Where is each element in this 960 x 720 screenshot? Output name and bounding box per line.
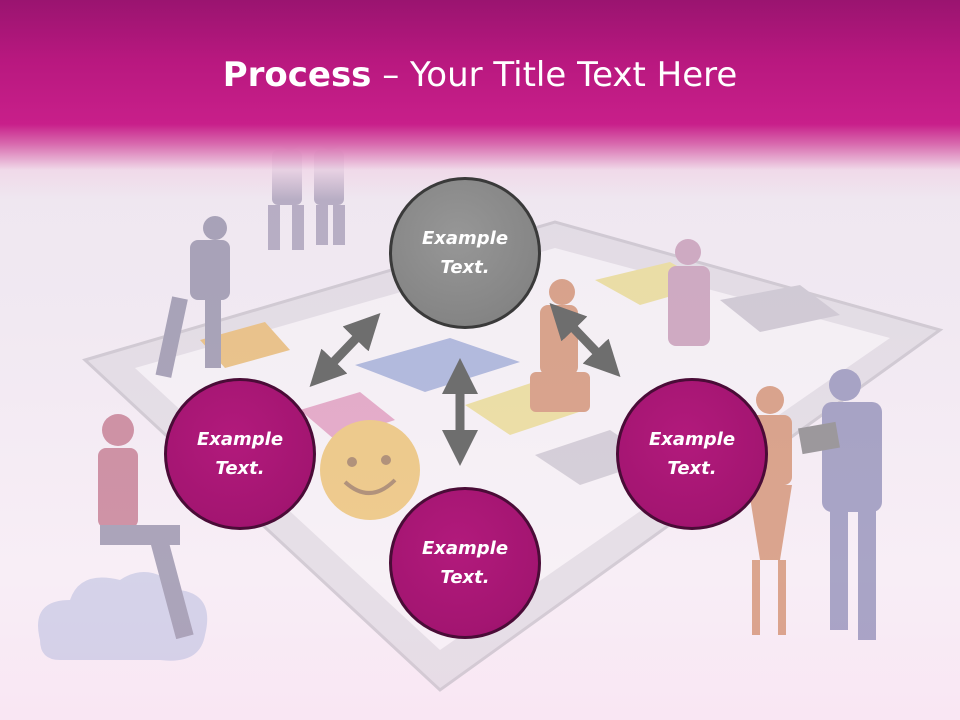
header-band — [0, 0, 960, 200]
node-top-line2: Text. — [440, 257, 490, 278]
process-node-left: Example Text. — [164, 378, 316, 530]
process-node-right: Example Text. — [616, 378, 768, 530]
node-left-line1: Example — [196, 429, 284, 450]
node-left-line2: Text. — [215, 458, 265, 479]
node-right-line2: Text. — [667, 458, 717, 479]
node-bottom-line1: Example — [421, 538, 509, 559]
title-rest: – Your Title Text Here — [371, 55, 738, 95]
title-bold: Process — [222, 55, 372, 95]
node-right-line1: Example — [648, 429, 736, 450]
node-bottom-line2: Text. — [440, 567, 490, 588]
process-node-bottom: Example Text. — [389, 487, 541, 639]
node-top-line1: Example — [421, 228, 509, 249]
arrow-top-right — [549, 303, 621, 377]
process-node-top: Example Text. — [389, 177, 541, 329]
arrow-top-left — [309, 313, 381, 387]
slide-title: Process – Your Title Text Here — [0, 52, 960, 98]
